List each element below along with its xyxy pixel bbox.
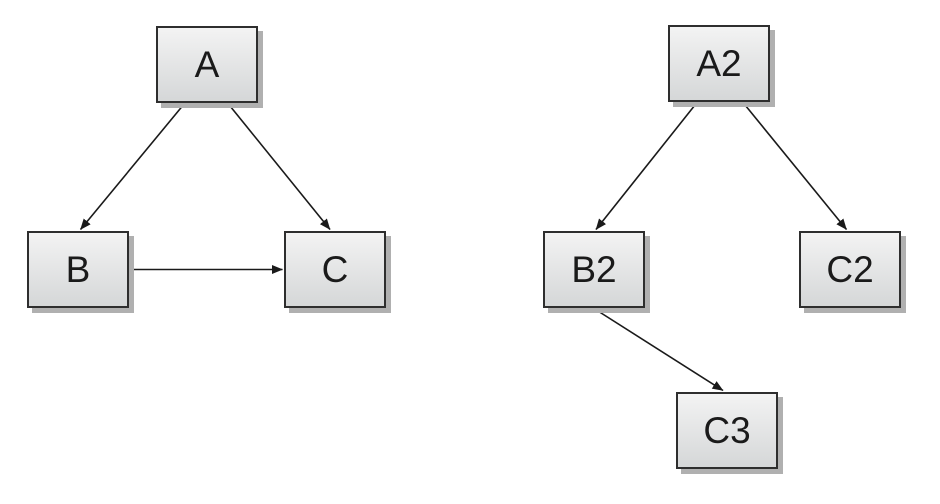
- node-c2[interactable]: C2: [799, 231, 901, 308]
- node-a-label: A: [194, 44, 220, 85]
- node-b2-label: B2: [571, 249, 617, 290]
- edge-a-to-b: [79, 102, 186, 231]
- node-b-label: B: [65, 249, 91, 290]
- node-c[interactable]: C: [284, 231, 386, 308]
- edge-a2-to-c2: [742, 101, 848, 231]
- node-c3-label: C3: [703, 410, 751, 451]
- node-b[interactable]: B: [27, 231, 129, 308]
- edge-b2-to-c3: [593, 307, 724, 392]
- node-b2[interactable]: B2: [543, 231, 645, 308]
- edge-a-to-c: [227, 102, 331, 231]
- node-a2-label: A2: [696, 43, 742, 84]
- node-a2[interactable]: A2: [668, 25, 770, 102]
- node-a[interactable]: A: [156, 26, 258, 103]
- node-c3[interactable]: C3: [676, 392, 778, 469]
- node-c2-label: C2: [826, 249, 874, 290]
- node-c-label: C: [321, 249, 349, 290]
- edge-a2-to-b2: [595, 102, 698, 230]
